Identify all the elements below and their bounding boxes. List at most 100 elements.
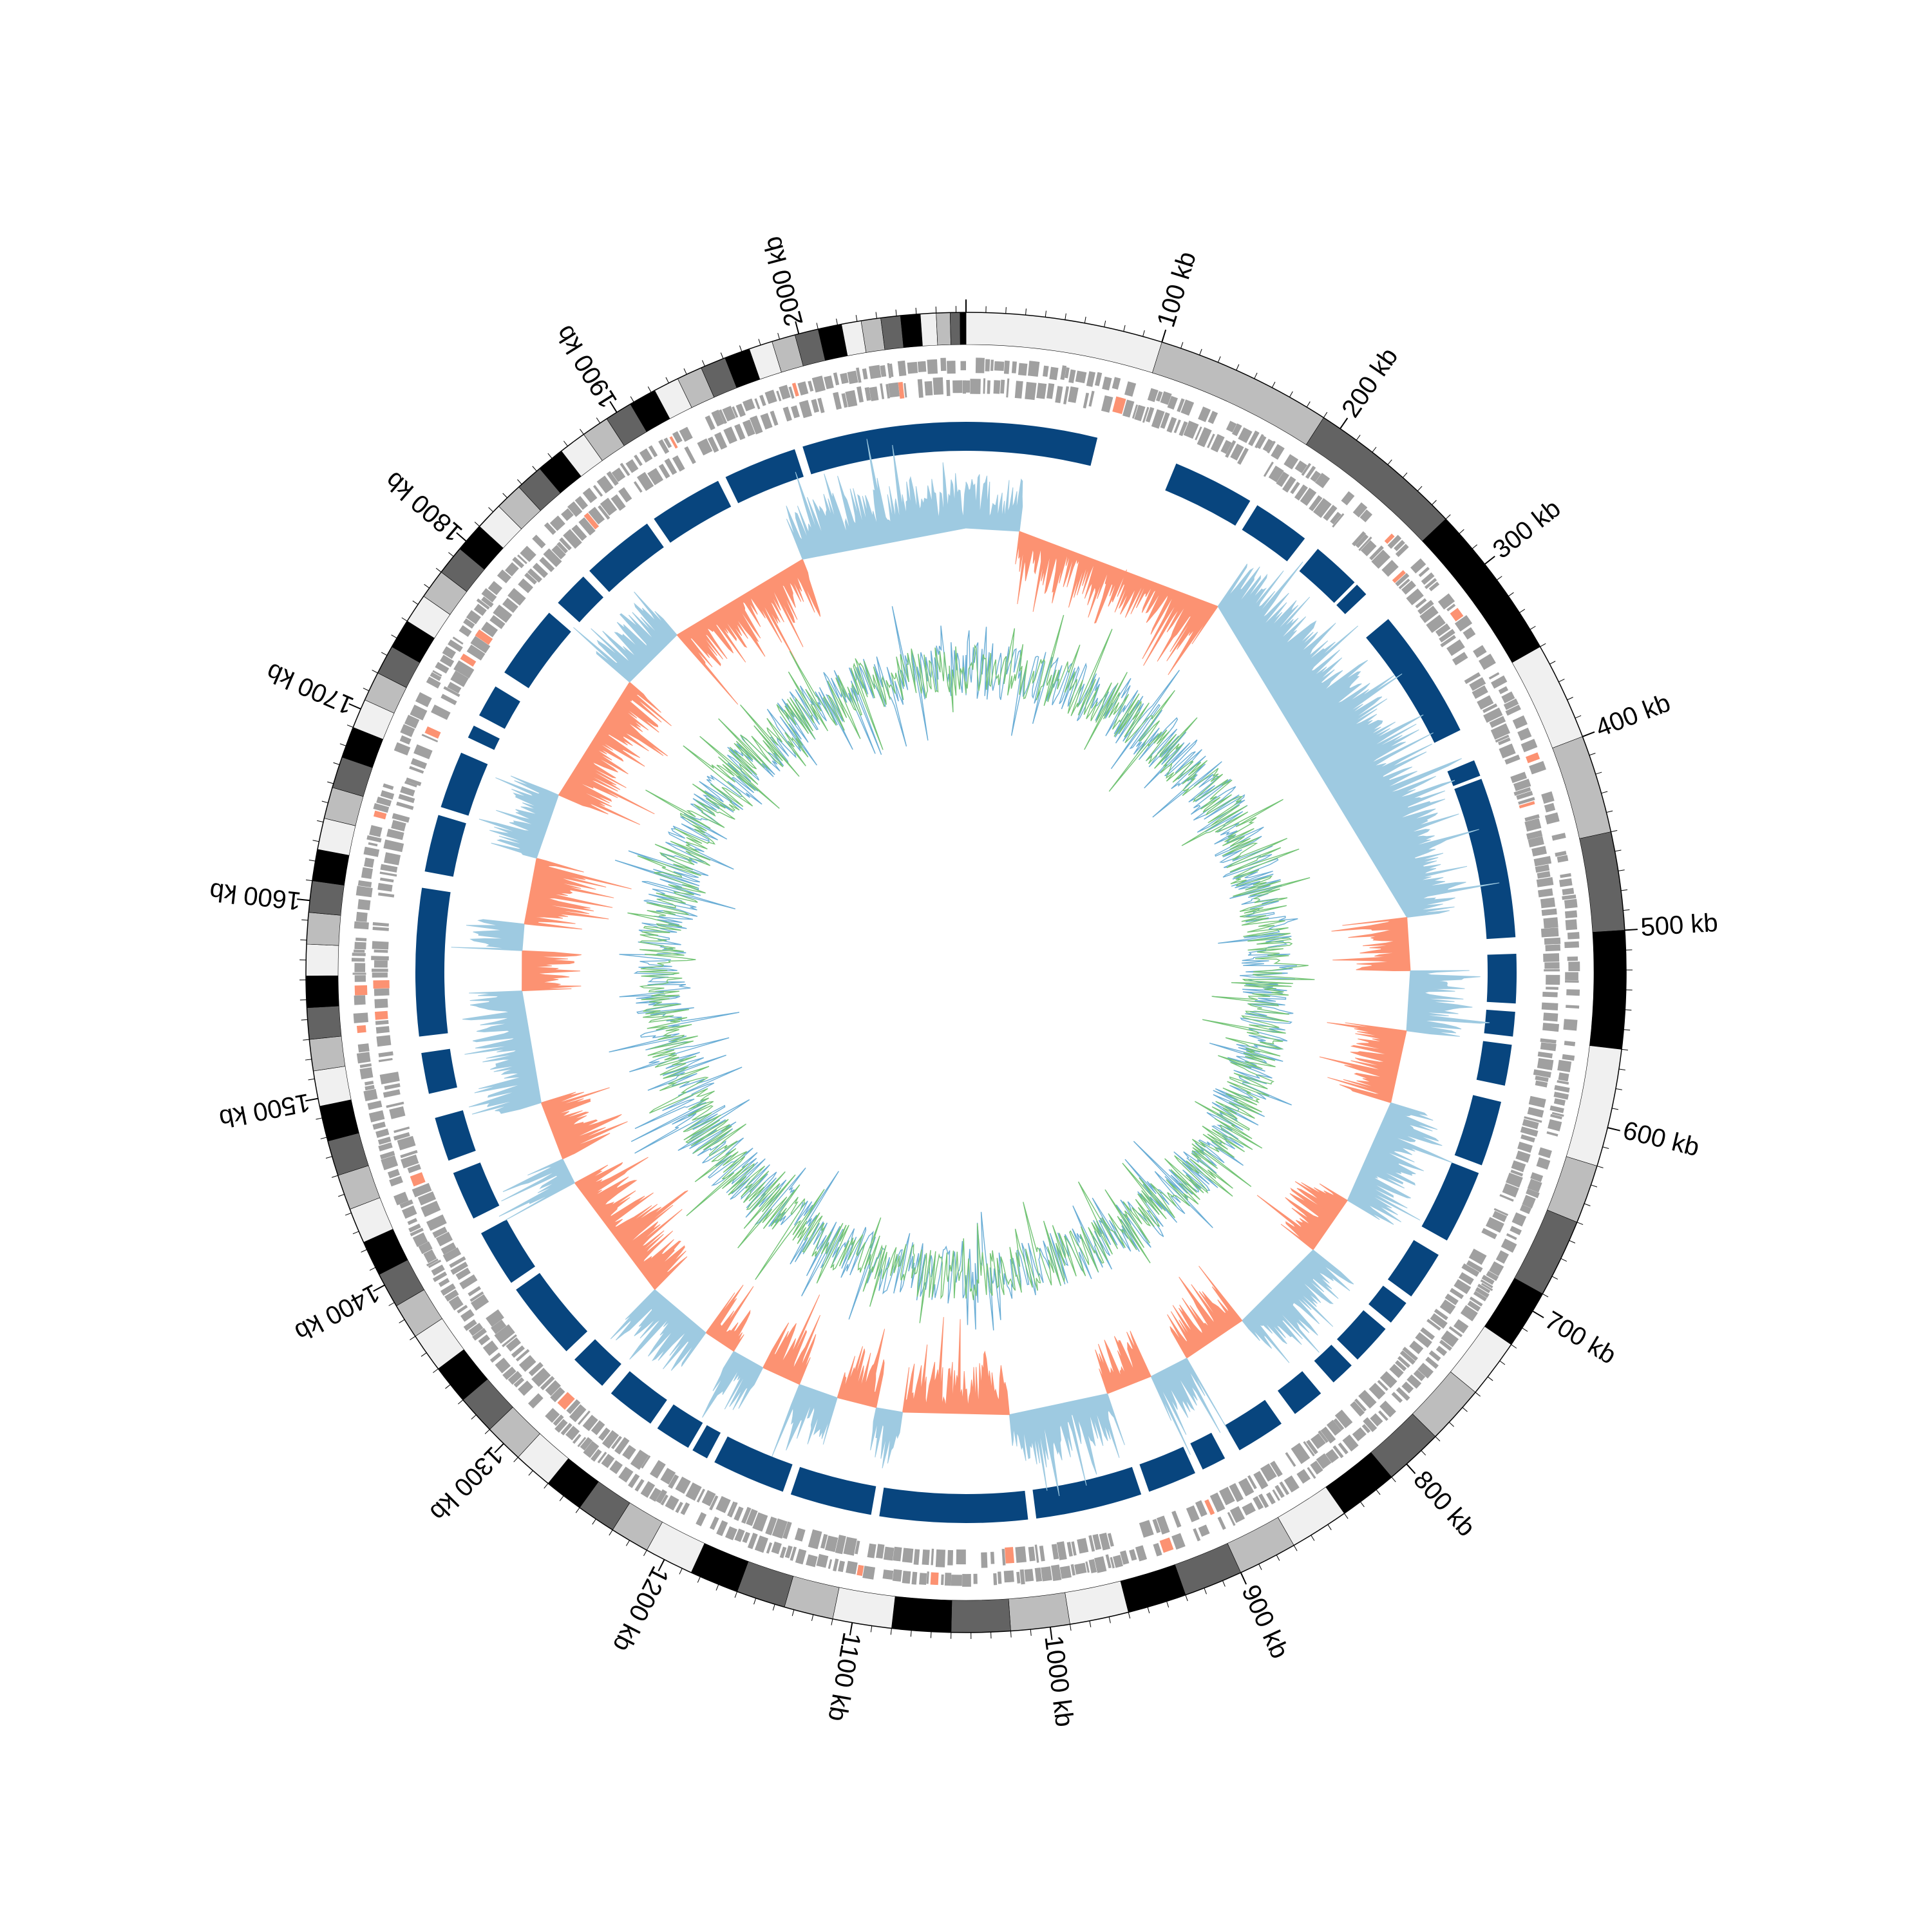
gene-feature [1537, 1051, 1553, 1059]
gene-feature [376, 1035, 392, 1047]
gene-feature [1332, 1445, 1344, 1459]
gene-feature [1352, 531, 1367, 547]
gene-feature [797, 381, 809, 396]
gene-feature [663, 437, 672, 448]
gene-feature [898, 381, 905, 399]
gene-feature [1469, 1296, 1483, 1307]
gene-feature [1510, 1226, 1522, 1236]
gene-feature [351, 958, 365, 962]
skew-region [837, 1329, 886, 1408]
gene-feature [1557, 1059, 1572, 1073]
gene-feature [435, 661, 450, 674]
ideogram-band [960, 312, 967, 345]
gene-feature [1468, 1248, 1487, 1265]
gene-feature [494, 1324, 515, 1344]
block-segment [611, 1371, 667, 1424]
gene-feature [1248, 430, 1260, 446]
gene-feature [1567, 932, 1580, 940]
gene-feature [907, 361, 918, 374]
skew-region [498, 1158, 575, 1221]
gene-feature [553, 1414, 564, 1426]
gene-feature [1135, 1545, 1148, 1562]
gene-feature [750, 415, 763, 435]
gene-feature [1524, 814, 1540, 822]
gene-feature [563, 529, 582, 549]
gene-feature [734, 1506, 744, 1521]
gene-feature [1242, 1502, 1256, 1516]
gene-feature [377, 883, 393, 892]
gene-feature [475, 629, 493, 645]
gene-feature [482, 1340, 499, 1356]
gene-feature [902, 1571, 911, 1584]
block-segment [1139, 1446, 1195, 1492]
gene-feature [846, 1560, 858, 1575]
gene-feature [1296, 1469, 1311, 1484]
gene-feature [641, 1455, 651, 1469]
minor-tick [1089, 1620, 1092, 1627]
gene-feature [413, 744, 433, 760]
ideogram-ring [305, 312, 1627, 1633]
gene-feature [1568, 961, 1580, 972]
gene-feature [1059, 1566, 1072, 1579]
gene-feature [399, 735, 412, 745]
gene-feature [404, 781, 417, 788]
gene-feature [1360, 540, 1377, 556]
coordinate-label: 1000 kb [1039, 1634, 1079, 1728]
gene-feature [1424, 578, 1437, 589]
gene-feature [1255, 433, 1264, 449]
gene-feature [1253, 1470, 1269, 1490]
gc-content-track [609, 606, 1315, 1331]
gene-feature [1326, 1419, 1342, 1436]
gene-feature [409, 766, 424, 774]
ideogram-band [306, 912, 341, 946]
gene-feature [672, 455, 685, 472]
gene-feature [1421, 572, 1435, 585]
gene-feature [1540, 1042, 1557, 1052]
ideogram-band [313, 1066, 352, 1107]
gene-feature [1515, 1150, 1531, 1163]
minor-tick [772, 1604, 775, 1611]
gene-feature [1370, 1413, 1383, 1427]
skew-region [1331, 916, 1411, 972]
gene-feature [628, 1473, 640, 1488]
minor-tick [596, 417, 601, 424]
gene-feature [1112, 377, 1121, 390]
minor-tick [1459, 529, 1464, 535]
gene-feature [1401, 1381, 1414, 1394]
gene-feature [741, 1506, 752, 1524]
gene-feature [391, 820, 406, 831]
major-tick [1607, 1126, 1620, 1132]
gene-feature [1253, 1496, 1264, 1510]
gene-feature [1516, 791, 1533, 800]
minor-tick [1030, 1629, 1032, 1636]
major-tick [1406, 1463, 1416, 1474]
gene-feature [366, 835, 382, 843]
gene-feature [1546, 974, 1560, 985]
gene-feature [1520, 1126, 1539, 1137]
gene-feature [1564, 910, 1578, 918]
gene-feature [1544, 802, 1556, 813]
coordinate-label: 1800 kb [380, 466, 468, 547]
gene-feature [1272, 1489, 1280, 1501]
gene-feature [1129, 1549, 1137, 1561]
gene-feature [940, 357, 947, 372]
gene-feature [1195, 1500, 1208, 1517]
gene-feature [1477, 1283, 1491, 1294]
gene-feature [840, 372, 849, 384]
skew-region [676, 558, 821, 705]
gene-feature [565, 1425, 580, 1441]
minor-tick [1311, 1535, 1315, 1541]
minor-tick [1421, 1450, 1426, 1455]
minor-tick [1104, 320, 1106, 327]
gene-feature [1312, 498, 1332, 518]
gene-feature [824, 375, 834, 390]
coordinate-ticks [297, 299, 1638, 1640]
gene-feature [1341, 491, 1355, 506]
skew-region [478, 775, 559, 859]
gene-feature [1354, 1398, 1367, 1412]
gene-feature [1501, 691, 1515, 704]
gene-feature [876, 1544, 885, 1559]
gene-feature [1504, 754, 1520, 765]
gene-feature [410, 1227, 424, 1236]
gene-feature [556, 542, 569, 554]
